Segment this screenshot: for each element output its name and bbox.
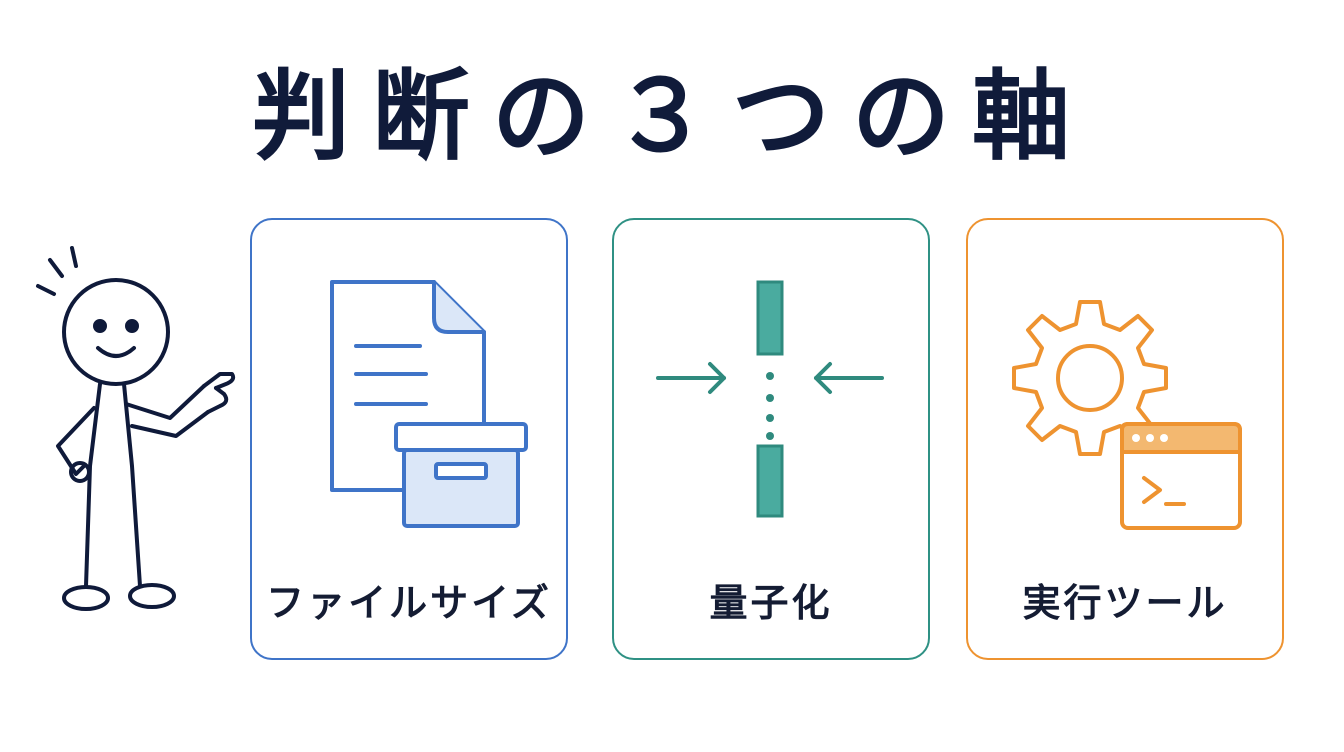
- card-label-file-size: ファイルサイズ: [266, 581, 552, 625]
- page-title: 判断の３つの軸: [251, 60, 1092, 174]
- card-file-size: ファイルサイズ: [250, 218, 568, 660]
- card-quantization: 量子化: [612, 218, 930, 660]
- pointing-stick-figure-icon: [36, 246, 236, 611]
- gear-terminal-icon: [1012, 300, 1242, 530]
- card-label-quantization: 量子化: [709, 581, 833, 625]
- document-box-icon: [330, 280, 528, 528]
- compression-arrows-icon: [656, 280, 884, 518]
- card-label-execution-tools: 実行ツール: [1022, 581, 1228, 625]
- card-execution-tools: 実行ツール: [966, 218, 1284, 660]
